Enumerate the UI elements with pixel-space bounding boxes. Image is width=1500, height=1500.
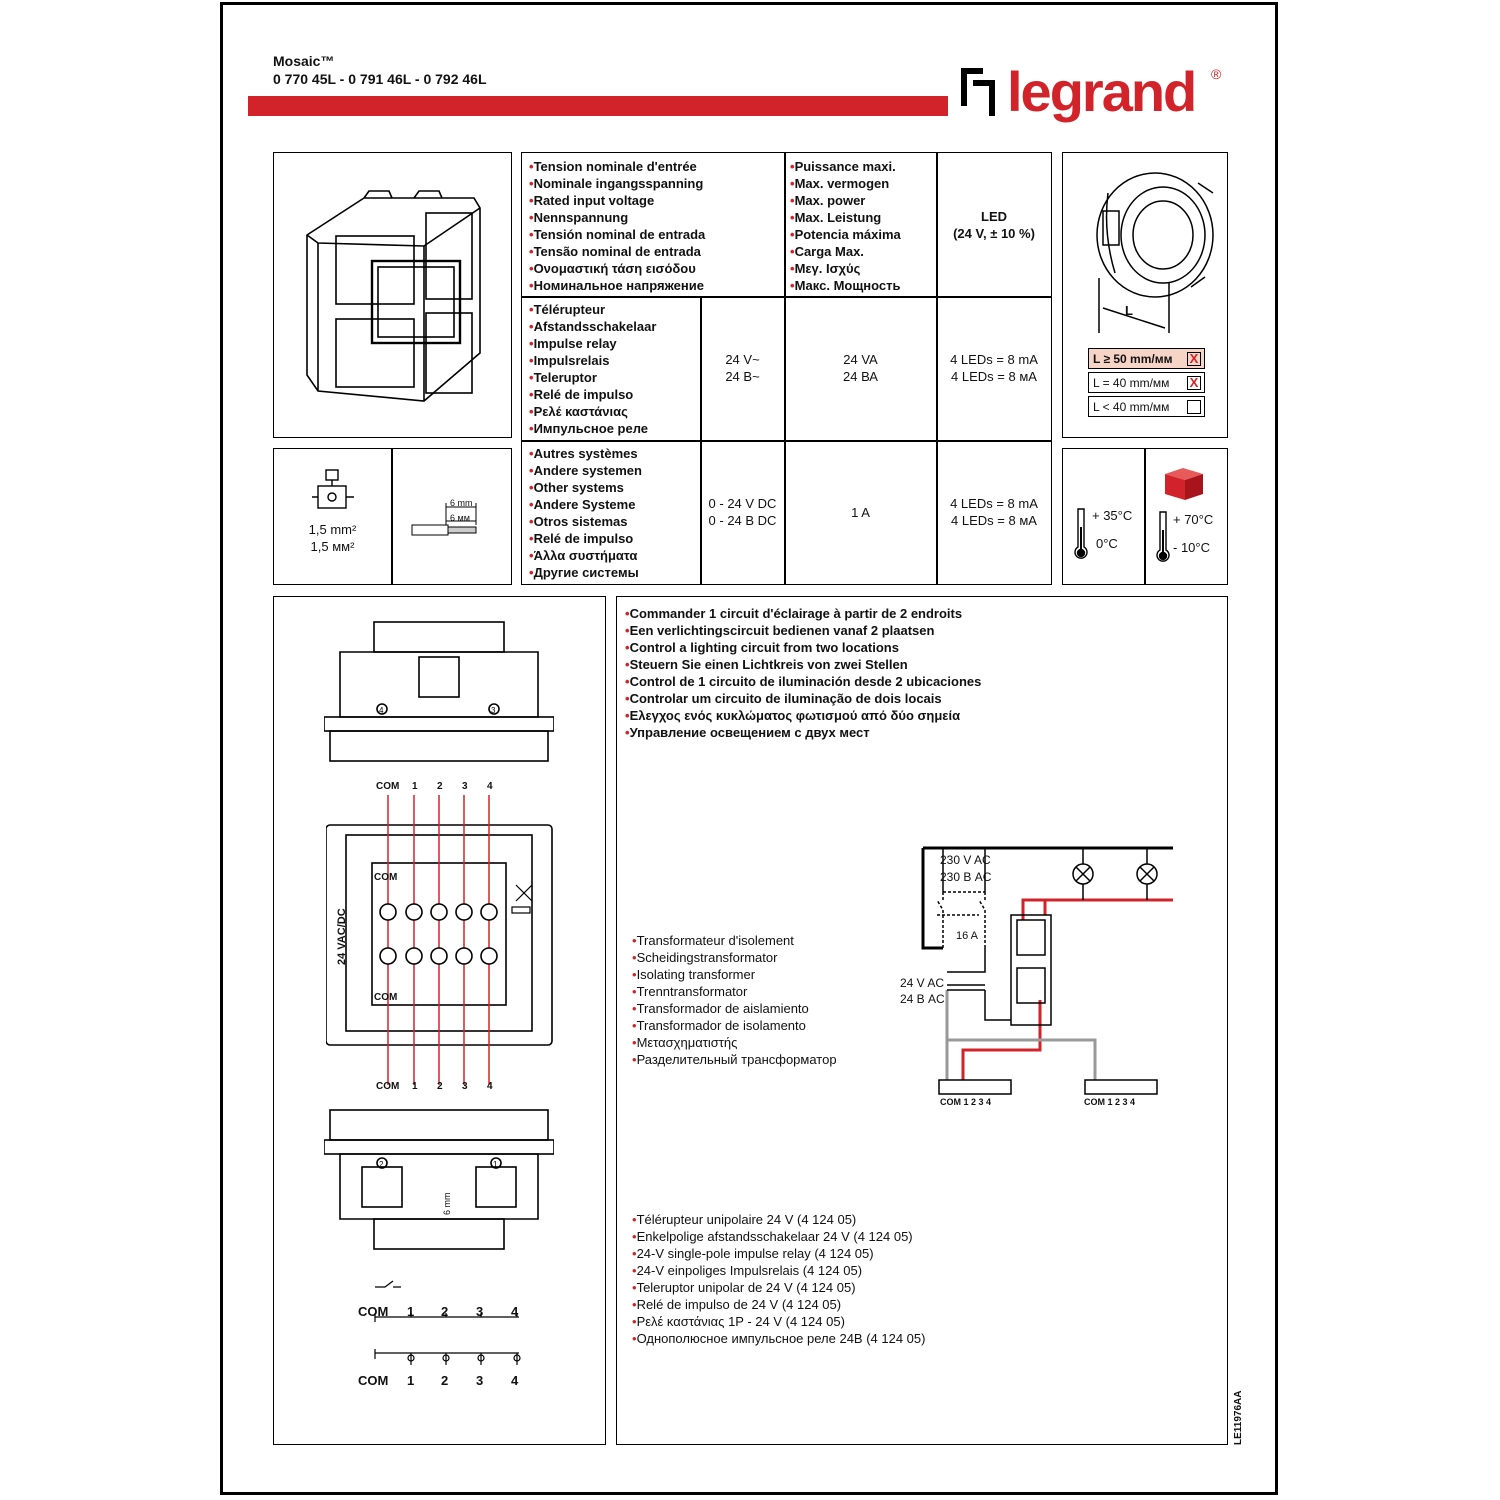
led-header: LED (24 V, ± 10 %) [937, 208, 1051, 242]
sym-t1-top: 1 [407, 1304, 415, 1319]
mounting-box-panel: L [1062, 152, 1228, 438]
top-t3-label: 3 [462, 781, 468, 792]
screw-terminal-icon [312, 469, 354, 509]
terminal-legend-left: COM 1 2 3 4 [940, 1097, 992, 1107]
top-t1-label: 1 [412, 781, 418, 792]
low-voltage-a: 24 V AC [900, 976, 945, 990]
check-x-icon: X [1187, 376, 1201, 390]
bottom-t1-label: 1 [412, 1081, 418, 1092]
top-com-label: COM [376, 781, 400, 792]
mid-com-label: COM [374, 872, 398, 883]
thermometer-icon [1156, 511, 1170, 562]
other-label-list: Autres systèmesAndere systemenOther syst… [529, 445, 642, 581]
mounting-row-less-40: L < 40 mm/мм [1088, 396, 1205, 417]
wiring-panel [616, 596, 1228, 1445]
bottom-t2-label: 2 [437, 1081, 443, 1092]
document-sheet [220, 2, 1278, 1495]
relay-label-list: TélérupteurAfstandsschakelaarImpulse rel… [529, 301, 657, 437]
sym-com-top: COM [358, 1304, 389, 1319]
sym-t2-bottom: 2 [441, 1373, 449, 1388]
use-temp-min: 0°C [1096, 536, 1118, 551]
led-subtitle: (24 V, ± 10 %) [953, 226, 1035, 241]
function-list: Commander 1 circuit d'éclairage à partir… [625, 605, 982, 741]
stripped-wire-icon [411, 503, 477, 536]
relay-voltage: 24 V~24 В~ [725, 352, 760, 384]
terminal-diagram-panel: 4 3 COM 1 2 3 4 COM COM 24 VAC/DC COM 1 … [273, 596, 606, 1445]
product-refs: 0 770 45L - 0 791 46L - 0 792 46L [273, 71, 487, 87]
wire-panel [273, 448, 512, 585]
store-temp-max: + 70°C [1173, 512, 1214, 527]
storage-box-icon [1165, 468, 1203, 500]
power-label-list: Puissance maxi.Max. vermogenMax. powerMa… [790, 158, 901, 294]
terminal-3-circle: 3 [491, 706, 496, 715]
vac-label: 24 VAC/DC [336, 908, 348, 965]
terminal-legend-right: COM 1 2 3 4 [1084, 1097, 1136, 1107]
document-reference: LE11976AA [1233, 1390, 1244, 1445]
sym-t4-bottom: 4 [511, 1373, 519, 1388]
terminal-1-circle: 1 [493, 1160, 498, 1169]
terminal-2-circle: 2 [379, 1160, 384, 1169]
mains-voltage-b: 230 В AC [940, 870, 992, 884]
terminal-block-icon [326, 795, 553, 1085]
use-temp-max: + 35°C [1092, 508, 1133, 523]
terminal-4-circle: 4 [379, 706, 384, 715]
product-image-panel [273, 152, 512, 438]
low-com-label: COM [374, 992, 398, 1003]
transformer-list: Transformateur d'isolementScheidingstran… [632, 932, 837, 1068]
mounting-label: L [1125, 303, 1133, 318]
strip-length-b: 6 мм [450, 513, 470, 523]
low-voltage-b: 24 В AC [900, 992, 945, 1006]
sym-t1-bottom: 1 [407, 1373, 415, 1388]
six-mm-label: 6 mm [442, 1192, 452, 1216]
bottom-t3-label: 3 [462, 1081, 468, 1092]
check-x-icon: X [1187, 352, 1201, 366]
symbol-schematic-icon [374, 1280, 521, 1365]
strip-length-a: 6 mm [450, 498, 473, 508]
header-red-bar [248, 96, 948, 116]
top-t2-label: 2 [437, 781, 443, 792]
switch-top-view-icon: 4 3 [324, 621, 554, 762]
led-title: LED [981, 209, 1007, 224]
sym-t2-top: 2 [441, 1304, 449, 1319]
mains-voltage-a: 230 V AC [940, 853, 991, 867]
wiring-schematic-icon [921, 846, 1173, 1095]
store-temp-min: - 10°C [1173, 540, 1210, 555]
switch-bottom-view-icon: 2 1 [324, 1109, 554, 1250]
fuse-rating: 16 A [956, 930, 979, 942]
sym-com-bottom: COM [358, 1373, 389, 1388]
other-power: 1 A [851, 505, 870, 520]
relay-reference-list: Télérupteur unipolaire 24 V (4 124 05)En… [632, 1211, 926, 1347]
empty-checkbox-icon [1187, 400, 1201, 414]
brand-name: legrand [1007, 60, 1197, 123]
top-t4-label: 4 [487, 781, 493, 792]
thermometer-icon [1074, 508, 1088, 559]
sym-t4-top: 4 [511, 1304, 519, 1319]
spec-table [521, 152, 1052, 585]
sym-t3-bottom: 3 [476, 1373, 484, 1388]
bottom-t4-label: 4 [487, 1081, 493, 1092]
legrand-logo-icon [961, 68, 995, 116]
flush-box-icon [1096, 172, 1214, 333]
product-switch-icon [306, 190, 481, 402]
sym-t3-top: 3 [476, 1304, 484, 1319]
voltage-label-list: Tension nominale d'entréeNominale ingang… [529, 158, 706, 294]
legrand-logo: legrand ® [955, 60, 1230, 132]
registered-mark: ® [1211, 66, 1222, 82]
bottom-com-label: COM [376, 1081, 400, 1092]
series-title: Mosaic™ [273, 53, 335, 69]
